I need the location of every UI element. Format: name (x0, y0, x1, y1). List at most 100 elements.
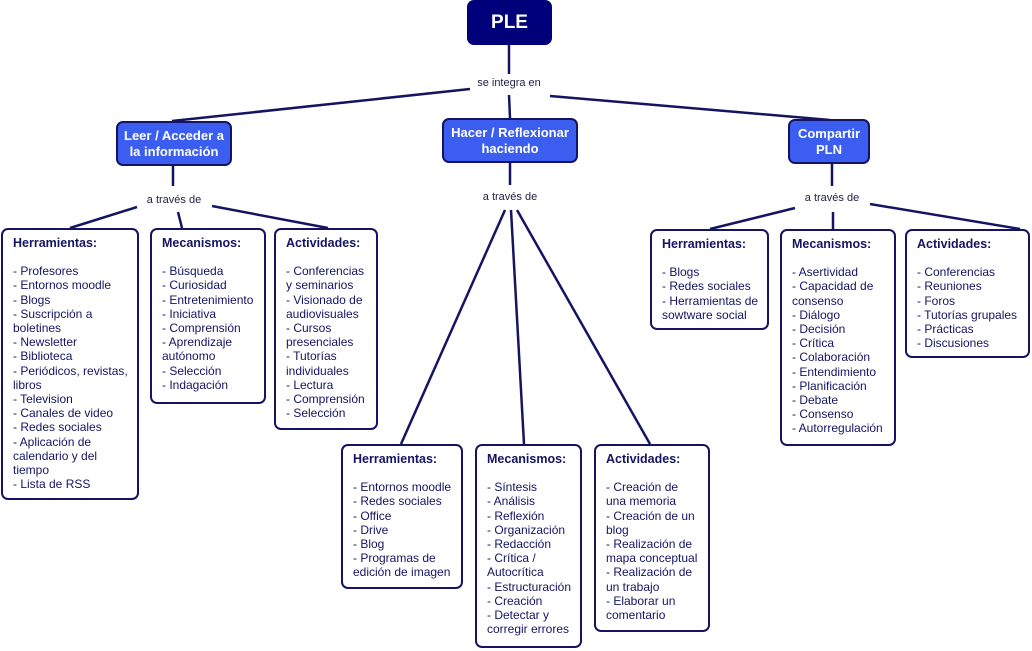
card-list-item: - Análisis (487, 494, 536, 509)
card-list-item: - Lectura (286, 377, 334, 392)
card-list-item: - Foros (917, 293, 956, 308)
card-list-item: - Síntesis (487, 480, 538, 495)
connector (176, 211, 184, 229)
connector (869, 202, 1021, 231)
connector (515, 209, 652, 445)
card-list-item: - Canales de video (13, 406, 114, 421)
card-list-item: - Decisión (792, 322, 846, 337)
card-list-item: - Entretenimiento (162, 292, 254, 307)
card-list: - Conferencias y seminarios- Visionado d… (286, 264, 368, 420)
card-list-item: - Crítica / Autocrítica (487, 551, 544, 580)
card-list-item: - Iniciativa (162, 306, 217, 321)
card-list-item: - Newsletter (13, 335, 78, 350)
card-list-item: - Comprensión (286, 392, 365, 407)
card-list: - Conferencias- Reuniones- Foros- Tutorí… (917, 265, 1020, 350)
card-list-item: - Creación de un blog (606, 508, 695, 537)
card-list-item: - Conferencias (917, 265, 996, 280)
card-list-item: - Planificación (792, 378, 867, 393)
card-herramientas-leer[interactable]: Herramientas: - Profesores- Entornos moo… (1, 228, 139, 500)
connector (171, 87, 471, 123)
branch-node-compartir-pln[interactable]: Compartir PLN (788, 119, 870, 164)
link-label-a-traves-de: a través de (479, 191, 541, 203)
card-list-item: - Detectar y corregir errores (487, 608, 570, 637)
card-actividades-leer[interactable]: Actividades: - Conferencias y seminarios… (274, 228, 378, 430)
card-list: - Profesores- Entornos moodle- Blogs- Su… (13, 264, 129, 491)
card-title: Actividades: (917, 237, 992, 251)
card-list-item: - Asertividad (792, 265, 859, 280)
card-list-item: - Entornos moodle (353, 480, 452, 495)
card-list-item: - Búsqueda (162, 264, 224, 279)
connector (399, 209, 507, 445)
card-list-item: - Herramientas de sowtware social (662, 293, 759, 322)
card-mecanismos-compartir[interactable]: Mecanismos: - Asertividad- Capacidad de … (780, 229, 896, 446)
card-title: Mecanismos: (162, 236, 242, 250)
card-list-item: - Selección (162, 363, 222, 378)
card-actividades-hacer[interactable]: Actividades: - Creación de una memoria- … (594, 444, 710, 632)
card-title: Herramientas: (353, 452, 438, 466)
card-list-item: - Television (13, 392, 73, 407)
branch-node-label: Compartir PLN (797, 125, 861, 157)
connector (69, 205, 138, 230)
card-list-item: - Biblioteca (13, 349, 73, 364)
branch-node-label: Leer / Acceder a la información (124, 127, 224, 159)
card-herramientas-compartir[interactable]: Herramientas: - Blogs- Redes sociales- H… (650, 229, 769, 330)
card-list-item: - Realización de un trabajo (606, 565, 693, 594)
card-list: - Búsqueda- Curiosidad- Entretenimiento-… (162, 264, 256, 392)
link-label-a-traves-de: a través de (143, 194, 205, 206)
card-list-item: - Programas de edición de imagen (353, 551, 451, 580)
card-list-item: - Creación (487, 593, 543, 608)
connector (709, 206, 796, 231)
card-list-item: - Conferencias y seminarios (286, 264, 365, 293)
card-list-item: - Blogs (662, 265, 700, 280)
card-list-item: - Aplicación de calendario y del tiempo (13, 434, 98, 478)
card-list-item: - Redacción (487, 537, 552, 552)
card-list-item: - Autorregulación (792, 421, 883, 436)
connector (507, 94, 512, 119)
card-herramientas-hacer[interactable]: Herramientas: - Entornos moodle- Redes s… (341, 444, 463, 589)
card-list-item: - Blog (353, 537, 385, 552)
card-list-item: - Drive (353, 522, 389, 537)
card-list-item: - Cursos presenciales (286, 321, 354, 350)
card-list-item: - Realización de mapa conceptual (606, 537, 698, 566)
branch-node-hacer-reflexionar[interactable]: Hacer / Reflexionar haciendo (442, 118, 578, 163)
card-list-item: - Organización (487, 522, 566, 537)
card-list: - Blogs- Redes sociales- Herramientas de… (662, 265, 759, 322)
card-list-item: - Curiosidad (162, 278, 227, 293)
card-list-item: - Lista de RSS (13, 477, 91, 492)
link-label-se-integra-en: se integra en (474, 77, 544, 89)
card-list-item: - Redes sociales (353, 494, 442, 509)
card-list-item: - Tutorías individuales (286, 349, 349, 378)
card-list: - Asertividad- Capacidad de consenso- Di… (792, 265, 886, 435)
card-list-item: - Redes sociales (662, 279, 751, 294)
branch-node-label: Hacer / Reflexionar haciendo (451, 124, 569, 156)
card-list-item: - Consenso (792, 407, 854, 422)
card-title: Mecanismos: (792, 237, 872, 251)
connector (211, 204, 329, 230)
connector (549, 94, 831, 122)
card-title: Actividades: (286, 236, 361, 250)
card-list-item: - Indagación (162, 377, 229, 392)
branch-node-leer-acceder[interactable]: Leer / Acceder a la información (116, 121, 232, 166)
card-mecanismos-hacer[interactable]: Mecanismos: - Síntesis- Análisis- Reflex… (475, 444, 582, 648)
card-list-item: - Estructuración (487, 579, 572, 594)
root-node-ple[interactable]: PLE (467, 0, 552, 45)
card-list-item: - Comprensión (162, 321, 241, 336)
card-list-item: - Crítica (792, 336, 834, 351)
card-mecanismos-leer[interactable]: Mecanismos: - Búsqueda- Curiosidad- Entr… (150, 228, 266, 404)
card-list: - Creación de una memoria- Creación de u… (606, 480, 700, 622)
card-list-item: - Prácticas (917, 322, 974, 337)
card-title: Mecanismos: (487, 452, 567, 466)
card-list-item: - Debate (792, 393, 839, 408)
card-list-item: - Elaborar un comentario (606, 593, 676, 623)
card-list-item: - Selección (286, 406, 346, 421)
card-actividades-compartir[interactable]: Actividades: - Conferencias- Reuniones- … (905, 229, 1030, 358)
root-node-label: PLE (491, 11, 528, 33)
card-list-item: - Colaboración (792, 350, 871, 365)
card-title: Herramientas: (662, 237, 747, 251)
card-list-item: - Reflexión (487, 508, 545, 523)
card-list-item: - Visionado de audiovisuales (286, 292, 363, 321)
card-list: - Entornos moodle- Redes sociales- Offic… (353, 480, 453, 579)
card-list-item: - Office (353, 508, 392, 523)
card-title: Actividades: (606, 452, 681, 466)
